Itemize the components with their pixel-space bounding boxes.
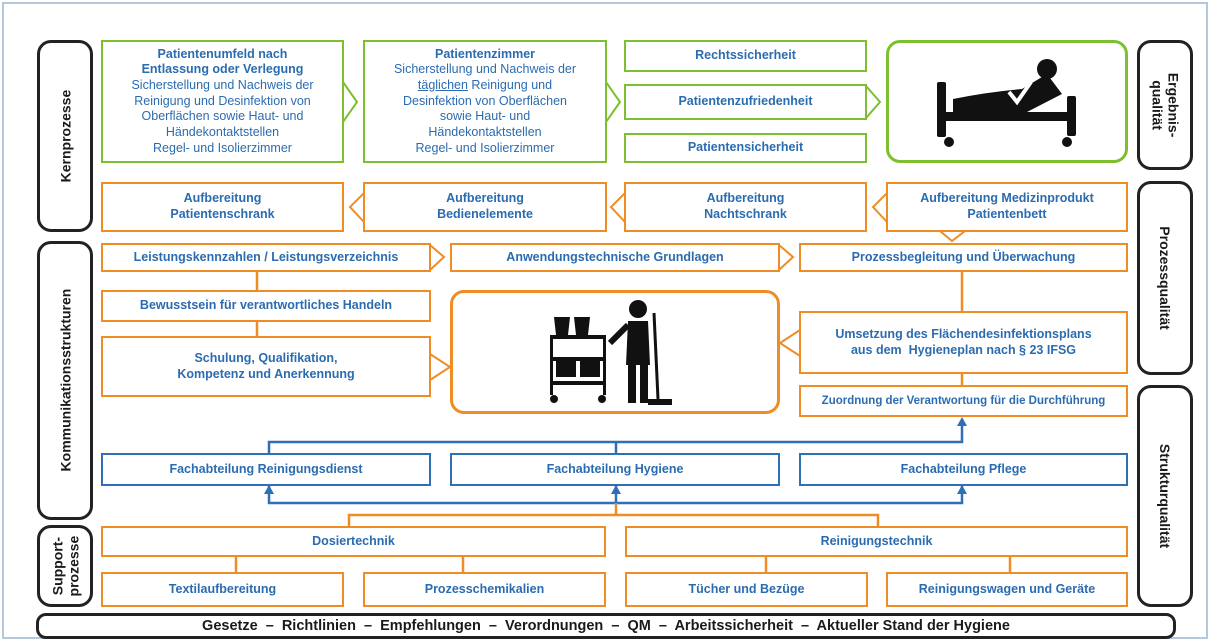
- box-patient-bed: [886, 40, 1128, 163]
- box-aufbereitung-nachtschrank: Aufbereitung Nachtschrank: [624, 182, 867, 232]
- box-aufbereitung-patientenbett: Aufbereitung Medizinprodukt Patientenbet…: [886, 182, 1128, 232]
- box-prozesschemikalien: Prozesschemikalien: [363, 572, 606, 607]
- box-patientenzufriedenheit: Patientenzufriedenheit: [624, 84, 867, 120]
- box-fachabteilung-pflege: Fachabteilung Pflege: [799, 453, 1128, 486]
- label-ergebnisqualitaet: Ergebnis- qualität: [1137, 40, 1193, 170]
- box-bewusstsein: Bewusstsein für verantwortliches Handeln: [101, 290, 431, 322]
- label-kommunikationsstrukturen: Kommunikationsstrukturen: [37, 241, 93, 520]
- box-rechtssicherheit: Rechtssicherheit: [624, 40, 867, 72]
- box-umsetzung: Umsetzung des Flächendesinfektionsplans …: [799, 311, 1128, 374]
- patient-bed-icon: [937, 59, 1076, 147]
- label-supportprozesse: Support- prozesse: [37, 525, 93, 607]
- box-aufbereitung-bedienelemente: Aufbereitung Bedienelemente: [363, 182, 607, 232]
- box-reinigungswagen: Reinigungswagen und Geräte: [886, 572, 1128, 607]
- cleaner-cart-icon: [550, 299, 672, 405]
- box-anwendungstechnische-grundlagen: Anwendungstechnische Grundlagen: [450, 243, 780, 272]
- box-patientenzimmer: Patientenzimmer Sicherstellung und Nachw…: [363, 40, 607, 163]
- box-fachabteilung-hygiene: Fachabteilung Hygiene: [450, 453, 780, 486]
- box-patientensicherheit: Patientensicherheit: [624, 133, 867, 163]
- box-zuordnung: Zuordnung der Verantwortung für die Durc…: [799, 385, 1128, 417]
- box-tuecher: Tücher und Bezüge: [625, 572, 868, 607]
- box-schulung: Schulung, Qualifikation, Kompetenz und A…: [101, 336, 431, 397]
- box-textilaufbereitung: Textilaufbereitung: [101, 572, 344, 607]
- box-fachabteilung-reinigungsdienst: Fachabteilung Reinigungsdienst: [101, 453, 431, 486]
- box-patientenumfeld: Patientenumfeld nach Entlassung oder Ver…: [101, 40, 344, 163]
- footer-regulations: Gesetze – Richtlinien – Empfehlungen – V…: [36, 613, 1176, 639]
- label-kernprozesse: Kernprozesse: [37, 40, 93, 232]
- box-prozessbegleitung: Prozessbegleitung und Überwachung: [799, 243, 1128, 272]
- box-dosiertechnik: Dosiertechnik: [101, 526, 606, 557]
- label-strukturqualitaet: Strukturqualität: [1137, 385, 1193, 607]
- box-leistungskennzahlen: Leistungskennzahlen / Leistungsverzeichn…: [101, 243, 431, 272]
- box-aufbereitung-patientenschrank: Aufbereitung Patientenschrank: [101, 182, 344, 232]
- box-reinigungstechnik: Reinigungstechnik: [625, 526, 1128, 557]
- box-cleaner: [450, 290, 780, 414]
- label-prozessqualitaet: Prozessqualität: [1137, 181, 1193, 375]
